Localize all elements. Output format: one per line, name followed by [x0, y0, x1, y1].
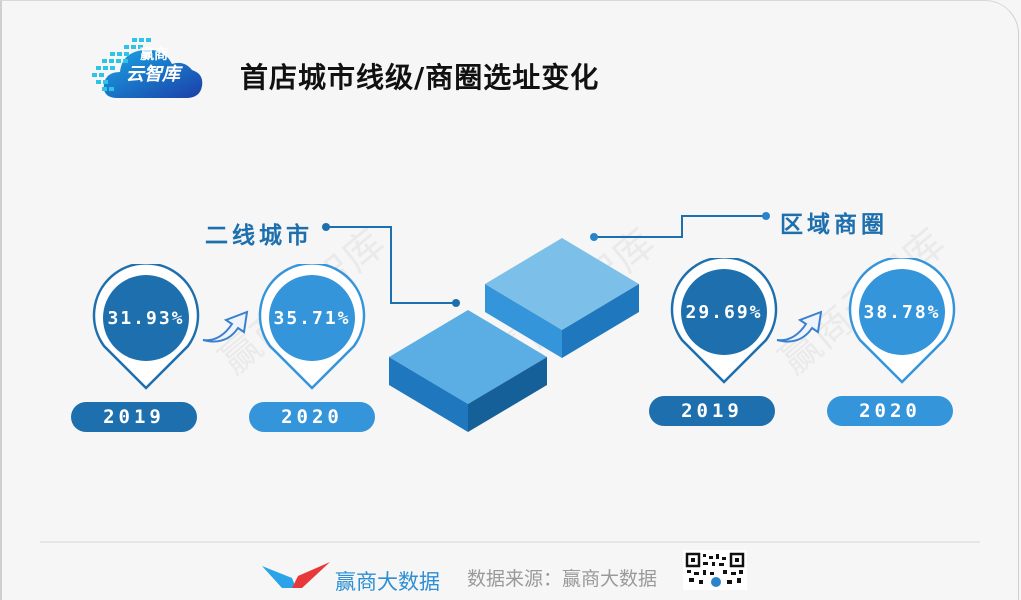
pin-value: 29.69%	[685, 302, 763, 323]
logo-text-top: 赢商	[140, 47, 168, 63]
location-pin-icon	[848, 256, 956, 384]
connector-and-cubes	[322, 212, 770, 432]
pin-value: 31.93%	[107, 308, 185, 329]
cube-icon	[485, 238, 639, 358]
qr-code-icon	[683, 550, 747, 590]
footer-brand: 赢商大数据	[335, 570, 440, 594]
cube-icon	[389, 310, 547, 432]
section-label-regional-district: 区域商圈	[780, 212, 888, 238]
pin-2019-tier2: 31.93%	[82, 262, 210, 396]
up-arrow-icon	[776, 310, 823, 343]
page-title: 首店城市线级/商圈选址变化	[240, 61, 600, 94]
location-pin-icon	[92, 262, 200, 390]
location-pin-icon	[670, 256, 778, 384]
year-pill-2020: 2020	[249, 402, 375, 432]
year-pill-2020: 2020	[827, 396, 953, 426]
pin-2020-district: 38.78%	[838, 256, 966, 390]
pin-value: 35.71%	[273, 308, 351, 329]
year-pill-2019: 2019	[649, 396, 775, 426]
footer-divider	[40, 541, 980, 543]
pin-2020-tier2: 35.71%	[248, 262, 376, 396]
winshang-logo-icon	[262, 562, 330, 588]
location-pin-icon	[258, 262, 366, 390]
data-source: 数据来源：赢商大数据	[467, 568, 658, 590]
up-arrow-icon	[202, 310, 249, 343]
year-pill-2019: 2019	[71, 402, 197, 432]
logo-text-bottom: 云智库	[126, 64, 180, 85]
pin-value: 38.78%	[863, 302, 941, 323]
section-label-tier2-cities: 二线城市	[205, 223, 313, 249]
pin-2019-district: 29.69%	[660, 256, 788, 390]
cloud-pixel-logo-icon	[92, 38, 203, 98]
